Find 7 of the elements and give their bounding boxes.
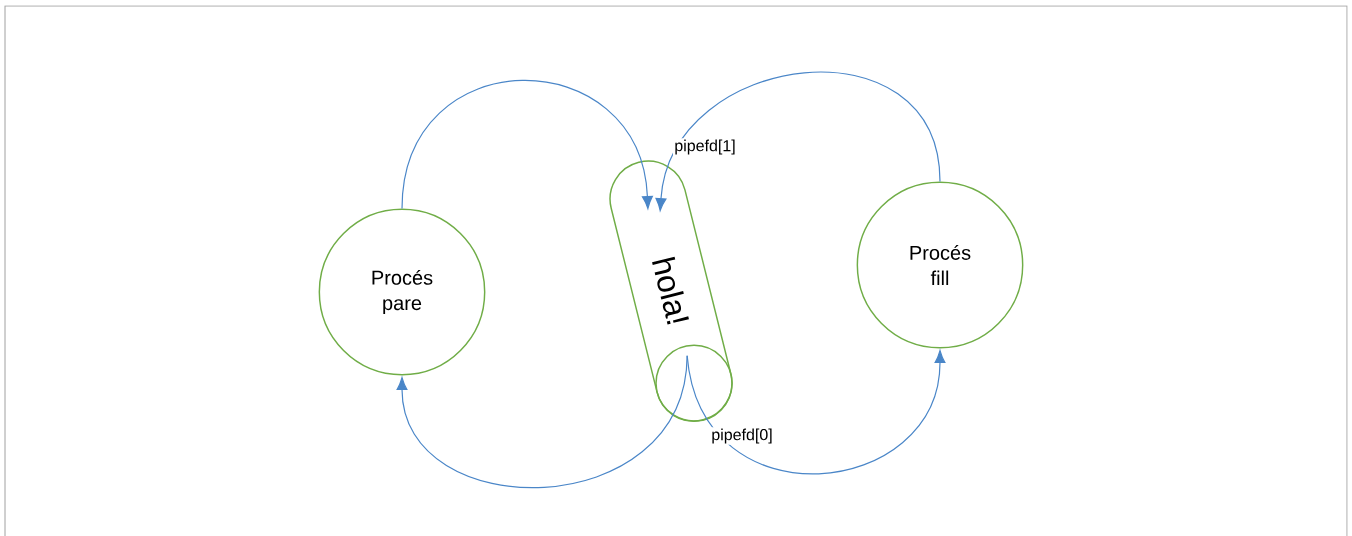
pipe-end-label: pipefd[0] bbox=[710, 427, 775, 445]
node-label: hola! bbox=[652, 256, 689, 325]
arrow bbox=[686, 350, 946, 475]
arrow bbox=[655, 72, 941, 212]
arrow bbox=[396, 355, 688, 488]
pipe-end-label: pipefd[1] bbox=[673, 138, 738, 156]
arrow bbox=[401, 79, 653, 210]
